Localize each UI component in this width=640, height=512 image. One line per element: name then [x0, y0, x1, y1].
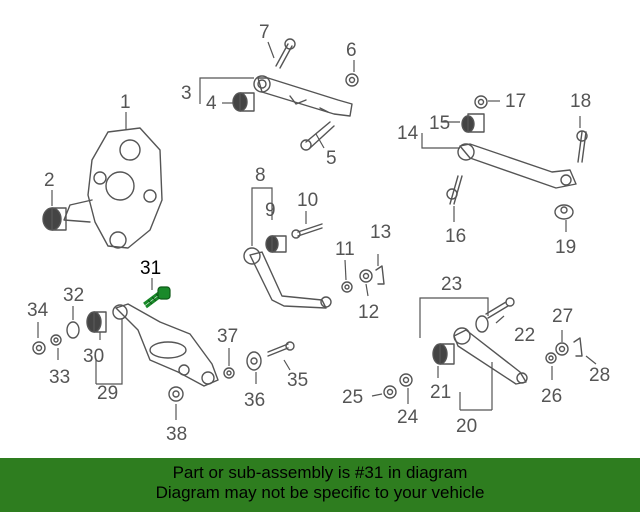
- callout-18: 18: [570, 91, 591, 112]
- callout-7: 7: [259, 22, 270, 43]
- callout-6: 6: [346, 40, 357, 61]
- knuckle-part: [63, 127, 163, 249]
- banner-line-2: Diagram may not be specific to your vehi…: [155, 483, 485, 502]
- callout-33: 33: [49, 367, 70, 388]
- bushing-4: [232, 92, 255, 112]
- callout-19: 19: [555, 237, 576, 258]
- washer-24: [399, 373, 413, 387]
- callout-11: 11: [335, 239, 355, 260]
- bushing-9: [265, 235, 287, 253]
- pin-28: [573, 337, 583, 357]
- bolt-18: [576, 130, 588, 163]
- callout-35: 35: [287, 370, 308, 391]
- nut-34: [32, 341, 46, 355]
- bushing-21: [432, 343, 455, 365]
- callout-22: 22: [514, 325, 535, 346]
- nut-6: [345, 73, 359, 87]
- bolt-16: [446, 175, 463, 205]
- bushing-32: [66, 321, 80, 339]
- callout-26: 26: [541, 386, 562, 407]
- banner-line-1: Part or sub-assembly is #31 in diagram: [172, 463, 468, 482]
- washer-37: [223, 367, 235, 379]
- nut-27: [555, 342, 569, 356]
- callout-24: 24: [397, 407, 419, 428]
- callout-23: 23: [441, 274, 462, 295]
- nut-38: [168, 386, 184, 402]
- washer-33: [50, 334, 62, 346]
- callout-3: 3: [181, 83, 192, 104]
- nut-17: [474, 95, 488, 109]
- upper-arm-8: [243, 247, 332, 309]
- bushing-30: [86, 311, 107, 333]
- callout-37: 37: [217, 326, 238, 347]
- bolt-22: [485, 297, 515, 319]
- callout-14: 14: [397, 123, 419, 144]
- upper-arm-14: [457, 143, 577, 189]
- callout-32: 32: [63, 285, 84, 306]
- callout-labels: 1 2 3 4 5 6 7 8 9 10 11 12 13 14 15 16 1…: [27, 22, 610, 445]
- bolt-7: [275, 38, 296, 69]
- callout-16: 16: [445, 226, 466, 247]
- upper-arm-3: [253, 75, 353, 117]
- callout-13: 13: [370, 222, 391, 243]
- callout-31: 31: [140, 258, 161, 279]
- callout-30: 30: [83, 346, 104, 367]
- bolt-10: [291, 223, 323, 239]
- callout-21: 21: [430, 382, 451, 403]
- callout-2: 2: [44, 170, 55, 191]
- washer-11: [341, 281, 353, 293]
- nut-25: [383, 385, 397, 399]
- pin-13: [375, 265, 385, 285]
- bushing-15: [461, 113, 485, 133]
- callout-15: 15: [429, 113, 450, 134]
- callout-10: 10: [297, 190, 318, 211]
- info-banner: Part or sub-assembly is #31 in diagram D…: [0, 458, 640, 512]
- callout-1: 1: [120, 92, 131, 113]
- callout-8: 8: [255, 165, 266, 186]
- callout-5: 5: [326, 148, 337, 169]
- parts-diagram: 1 2 3 4 5 6 7 8 9 10 11 12 13 14 15 16 1…: [27, 22, 610, 445]
- lower-control-arm-29: [112, 303, 219, 387]
- callout-28: 28: [589, 365, 610, 386]
- callout-17: 17: [505, 91, 526, 112]
- callout-38: 38: [166, 424, 187, 445]
- callout-29: 29: [97, 383, 118, 404]
- highlighted-bolt-31[interactable]: [143, 286, 171, 309]
- bolt-5: [300, 121, 335, 151]
- callout-27: 27: [552, 306, 573, 327]
- cap-19: [554, 204, 574, 220]
- callout-34: 34: [27, 300, 49, 321]
- bolt-35: [267, 341, 295, 357]
- leader-lines: [37, 41, 597, 420]
- callout-9: 9: [265, 200, 276, 221]
- washer-26: [545, 352, 557, 364]
- callout-36: 36: [244, 390, 265, 411]
- nut-12: [359, 269, 373, 283]
- callout-20: 20: [456, 416, 477, 437]
- callout-12: 12: [358, 302, 379, 323]
- bushing-36: [246, 351, 262, 371]
- callout-4: 4: [206, 93, 217, 114]
- callout-25: 25: [342, 387, 363, 408]
- bushing-2: [42, 207, 67, 231]
- lower-arm-20: [453, 327, 528, 385]
- bushing-23: [475, 315, 489, 333]
